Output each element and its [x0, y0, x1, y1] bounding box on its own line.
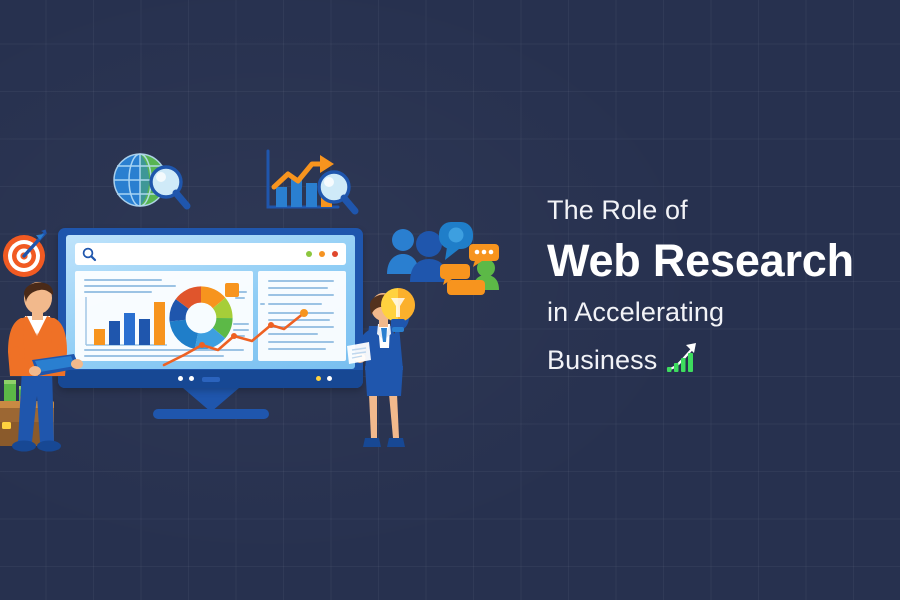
text-line: [233, 323, 249, 325]
text-line: [84, 355, 224, 357]
monitor-body: [58, 228, 363, 388]
growth-arrow-bars-icon: [666, 340, 704, 373]
people-chat-icon: [385, 218, 503, 298]
text-line: [235, 297, 245, 299]
lightbulb-icon: [376, 286, 420, 338]
man-with-tablet: [0, 272, 86, 462]
target-dart-icon: [0, 228, 52, 280]
text-line: [268, 280, 334, 282]
headline-block: The Role of Web Research in Accelerating…: [547, 197, 900, 374]
text-line: [233, 329, 249, 331]
browser-search-bar[interactable]: [75, 243, 346, 265]
headline-line-1: The Role of: [547, 195, 688, 225]
text-line: [268, 287, 328, 289]
text-line: [268, 326, 334, 328]
headline-line-4-row: Business: [547, 340, 900, 374]
text-line: [268, 294, 334, 296]
bezel-dot-2: [189, 376, 194, 381]
bar-chart: [85, 297, 167, 346]
monitor-speaker: [201, 377, 220, 382]
bezel-dot-1: [178, 376, 183, 381]
globe-magnifier-icon: [108, 146, 192, 218]
text-line: [268, 333, 318, 335]
text-line: [268, 341, 334, 343]
window-dot-red[interactable]: [332, 251, 338, 257]
monitor-bezel: [58, 370, 363, 388]
dashboard-panel-right: [258, 271, 346, 361]
text-line: [268, 348, 326, 350]
text-line: [233, 335, 245, 337]
headline-line-3: in Accelerating: [547, 297, 725, 327]
text-line: [84, 285, 176, 287]
text-line: [268, 303, 322, 305]
window-dot-green[interactable]: [306, 251, 312, 257]
desktop-monitor: [58, 228, 363, 419]
trend-line-chart: [162, 309, 308, 367]
magnifier-icon: [82, 247, 97, 262]
text-line: [268, 319, 330, 321]
bezel-dot-4: [327, 376, 332, 381]
headline-line-4: Business: [547, 345, 658, 375]
callout-tile: [225, 283, 239, 297]
text-line: [235, 291, 247, 293]
headline-line-2: Web Research: [547, 235, 854, 286]
monitor-screen: [66, 235, 355, 369]
bezel-dot-3: [316, 376, 321, 381]
dashboard-panel-left: [75, 271, 253, 361]
text-line: [84, 291, 152, 293]
donut-chart: [169, 286, 233, 350]
text-line: [84, 349, 244, 351]
monitor-base: [152, 409, 269, 419]
window-dot-orange[interactable]: [319, 251, 325, 257]
text-line: [84, 279, 162, 281]
chart-magnifier-icon: [260, 145, 360, 221]
monitor-neck: [182, 388, 239, 412]
text-line: [260, 303, 265, 305]
